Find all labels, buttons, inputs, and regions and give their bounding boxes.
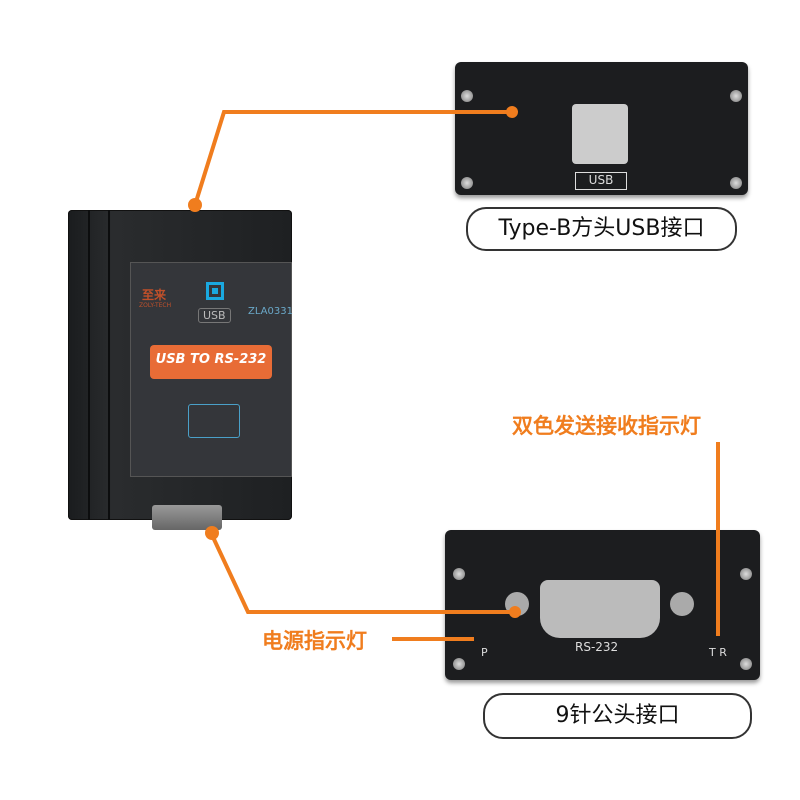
- brand-logo-en: ZOLY-TECH: [139, 302, 172, 309]
- callout-power: 电源指示灯: [262, 629, 367, 653]
- callout-db9: 9针公头接口: [483, 693, 752, 739]
- callout-usb: Type-B方头USB接口: [466, 207, 737, 251]
- db9-icon: [188, 404, 240, 438]
- model-number: ZLA0331: [248, 306, 293, 317]
- usb-b-port: [572, 104, 628, 164]
- power-led-label: P: [481, 646, 488, 659]
- product-banner: USB TO RS-232: [150, 345, 272, 379]
- standoff-right: [670, 592, 694, 616]
- brand-logo: 至来: [142, 288, 167, 302]
- txrx-led-label: T R: [709, 646, 727, 659]
- usb-end-panel: USB: [455, 62, 748, 195]
- usb-icon: [206, 282, 224, 300]
- db9-connector: [152, 505, 222, 530]
- db9-port: [540, 580, 660, 638]
- rs232-label: RS-232: [575, 640, 619, 654]
- usb-port-label: USB: [575, 172, 627, 190]
- callout-leds: 双色发送接收指示灯: [512, 414, 701, 438]
- usb-text: USB: [198, 308, 231, 323]
- db9-end-panel: RS-232 P T R: [445, 530, 760, 680]
